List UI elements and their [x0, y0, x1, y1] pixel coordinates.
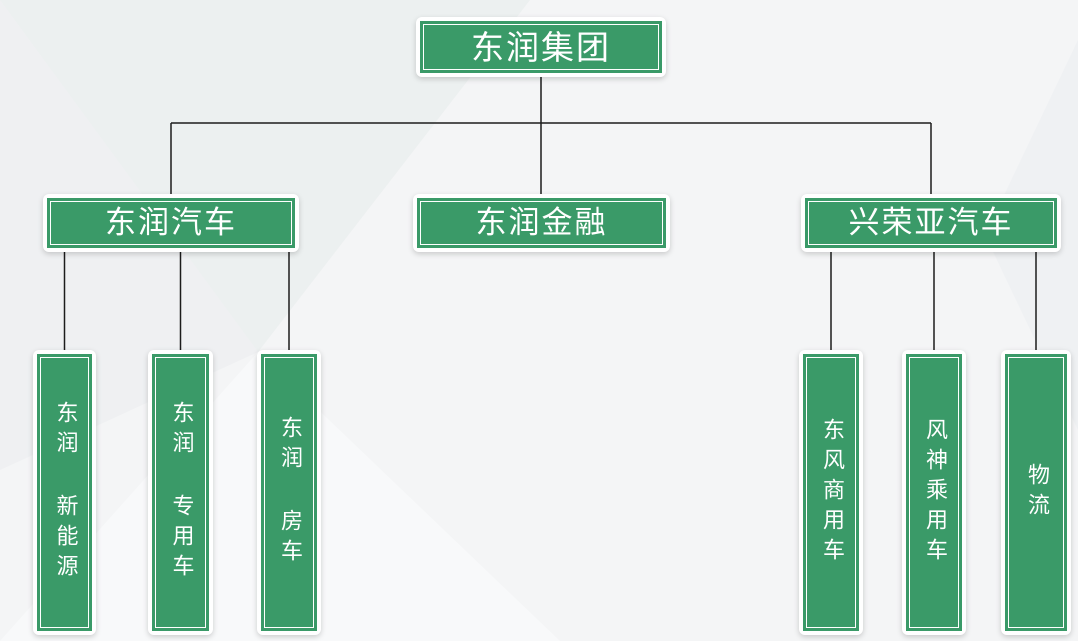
- org-node-dongrun-rv: 东润 房车: [257, 350, 321, 635]
- org-node-fengshen-passenger-vehicle: 风神乘用车: [902, 350, 966, 635]
- org-node-label: 风神乘用车: [922, 417, 947, 568]
- org-node-body: 风神乘用车: [906, 354, 962, 631]
- org-node-body: 东润 房车: [261, 354, 317, 631]
- org-node-dongrun-new-energy: 东润 新能源: [33, 350, 96, 635]
- org-node-label: 物流: [1024, 462, 1049, 523]
- org-node-label: 东润 房车: [277, 416, 302, 569]
- org-node-label: 东润金融: [475, 204, 608, 241]
- org-node-xingrongya-auto: 兴荣亚汽车: [801, 194, 1061, 252]
- org-node-dongfeng-commercial-vehicle: 东风商用车: [799, 350, 863, 635]
- org-node-body: 东润金融: [417, 198, 666, 248]
- org-node-label: 东润 专用车: [168, 401, 194, 584]
- org-node-body: 东风商用车: [803, 354, 859, 631]
- org-node-dongrun-special-vehicle: 东润 专用车: [148, 350, 213, 635]
- org-node-dongrun-finance: 东润金融: [413, 194, 670, 252]
- org-node-body: 东润 专用车: [152, 354, 209, 631]
- org-node-dongrun-auto: 东润汽车: [43, 194, 299, 252]
- org-node-label: 东润 新能源: [52, 401, 78, 584]
- org-node-body: 兴荣亚汽车: [805, 198, 1057, 248]
- org-node-body: 东润 新能源: [37, 354, 92, 631]
- org-node-logistics: 物流: [1001, 350, 1071, 635]
- org-node-label: 兴荣亚汽车: [848, 204, 1014, 241]
- org-node-label: 东风商用车: [819, 417, 844, 568]
- org-node-body: 东润汽车: [47, 198, 295, 248]
- org-node-body: 东润集团: [420, 21, 662, 73]
- org-node-dongrun-group: 东润集团: [416, 17, 666, 77]
- org-node-label: 东润汽车: [105, 204, 237, 241]
- org-node-body: 物流: [1005, 354, 1067, 631]
- org-node-label: 东润集团: [471, 27, 611, 67]
